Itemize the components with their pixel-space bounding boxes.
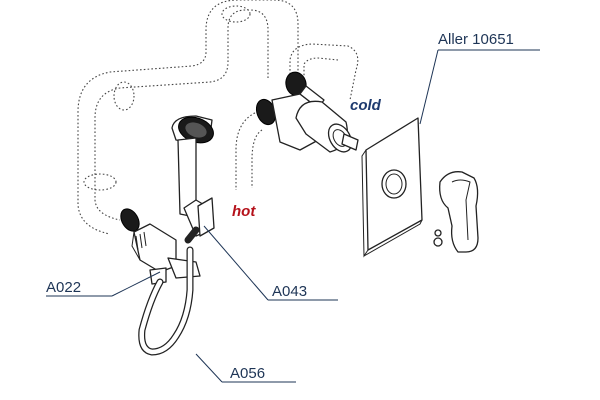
flexible-hose xyxy=(138,226,200,356)
lever-handle xyxy=(433,171,479,253)
hand-shower xyxy=(171,115,215,237)
model-label: Aller 10651 xyxy=(438,31,514,48)
cold-label: cold xyxy=(350,97,382,114)
cover-plate xyxy=(361,117,423,258)
mixer-valve xyxy=(255,71,359,153)
connector-label: A022 xyxy=(46,279,81,296)
holder-label: A043 xyxy=(272,283,307,300)
leader-lines xyxy=(46,49,540,383)
hose-label: A056 xyxy=(230,365,265,382)
hot-label: hot xyxy=(232,203,256,220)
